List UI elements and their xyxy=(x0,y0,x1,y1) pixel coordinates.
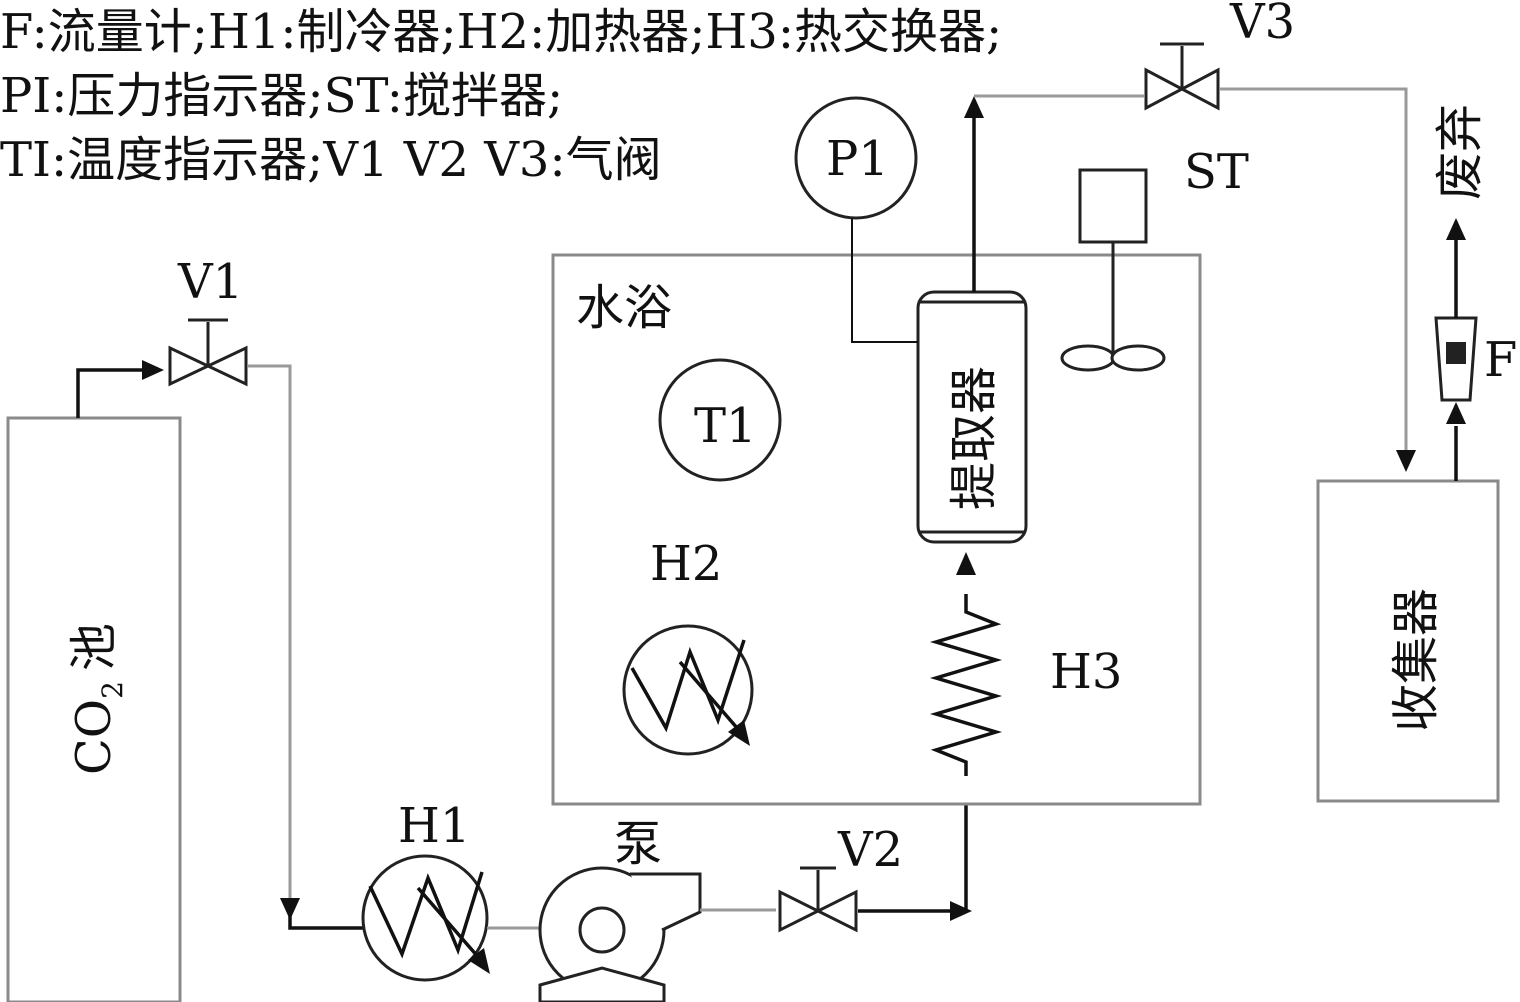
arrow-down-to-collector xyxy=(1396,450,1416,472)
pipe-tank-to-v1 xyxy=(76,368,152,418)
arrow-up-from-extractor xyxy=(964,96,984,118)
legend: F:流量计;H1:制冷器;H2:加热器;H3:热交换器; PI:压力指示器;ST… xyxy=(0,0,1002,192)
pipe-into-h1 xyxy=(288,915,364,930)
label-water-bath: 水浴 xyxy=(576,280,672,336)
pump xyxy=(538,866,702,1002)
flowmeter-f xyxy=(1434,316,1478,402)
pipe-v3-to-collector xyxy=(1220,87,1408,452)
label-p1: P1 xyxy=(826,131,889,187)
label-extractor: 提取器 xyxy=(946,366,1002,510)
line-p1-to-extractor xyxy=(851,218,918,343)
arrow-up-to-flowmeter xyxy=(1446,402,1466,424)
arrow-down-to-h1 xyxy=(280,898,300,920)
label-collector: 收集器 xyxy=(1388,588,1444,732)
legend-line-3: TI:温度指示器;V1 V2 V3:气阀 xyxy=(0,132,662,188)
label-v1: V1 xyxy=(177,254,243,310)
pressure-indicator-p1 xyxy=(794,96,918,220)
heat-exchanger-h3 xyxy=(929,594,1003,776)
valve-v1[interactable] xyxy=(168,318,248,387)
label-st: ST xyxy=(1184,144,1249,200)
pipe-v1-to-h1 xyxy=(248,364,292,900)
co2-tank-label: CO2池 xyxy=(66,623,129,775)
arrow-to-v1 xyxy=(142,360,164,380)
legend-line-1: F:流量计;H1:制冷器;H2:加热器;H3:热交换器; xyxy=(0,4,1003,60)
co2-tank: CO2池 xyxy=(6,416,182,1002)
cooler-h1 xyxy=(361,854,490,982)
label-v3: V3 xyxy=(1229,0,1295,50)
label-waste: 废弃 xyxy=(1432,104,1488,200)
stirrer-st xyxy=(1060,168,1166,372)
label-v2: V2 xyxy=(837,822,903,878)
arrow-up-to-extractor xyxy=(956,552,976,575)
legend-line-2: PI:压力指示器;ST:搅拌器; xyxy=(0,68,564,124)
label-pump: 泵 xyxy=(614,816,662,872)
label-f: F xyxy=(1484,332,1517,388)
arrow-up-to-waste xyxy=(1446,218,1466,240)
label-t1: T1 xyxy=(694,398,757,454)
label-h3: H3 xyxy=(1050,644,1122,700)
label-h1: H1 xyxy=(398,798,470,854)
label-h2: H2 xyxy=(650,536,722,592)
collector: 收集器 xyxy=(1316,479,1500,803)
valve-v2[interactable] xyxy=(778,866,858,933)
arrow-right-at-junction xyxy=(950,901,972,921)
heater-h2 xyxy=(622,624,754,756)
temperature-indicator-t1 xyxy=(658,358,782,482)
valve-v3[interactable] xyxy=(1144,42,1220,111)
extractor: 提取器 xyxy=(916,290,1028,544)
